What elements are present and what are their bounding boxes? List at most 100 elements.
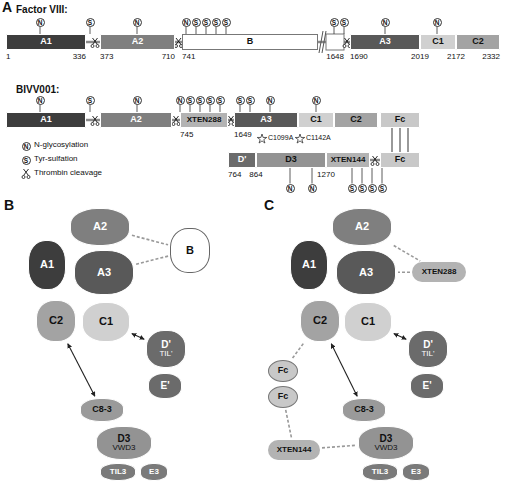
modification-icon: S bbox=[378, 184, 387, 193]
domain-bar-segment: A2 bbox=[100, 34, 175, 50]
domain-shape: A3 bbox=[336, 250, 396, 295]
modification-icon: S bbox=[236, 96, 245, 105]
domain-label: D3 bbox=[380, 434, 393, 445]
scissors-icon bbox=[91, 116, 99, 126]
b-domain-remainder bbox=[326, 34, 344, 50]
domain-bar-segment: D3 bbox=[256, 152, 326, 168]
domain-label: A2 bbox=[93, 221, 107, 233]
domain-bar-segment: B bbox=[182, 34, 318, 50]
modification-icon: S bbox=[368, 184, 377, 193]
domain-label: A1 bbox=[40, 115, 52, 124]
domain-shape: E3 bbox=[140, 463, 168, 481]
scissors-blade bbox=[93, 38, 98, 45]
domain-bar-segment: A3 bbox=[234, 112, 298, 128]
residue-number: 2332 bbox=[482, 53, 500, 62]
residue-number: 336 bbox=[73, 53, 86, 62]
icon-stem bbox=[137, 105, 138, 113]
modification-icon: N bbox=[176, 96, 185, 105]
scissors-blade bbox=[345, 38, 350, 45]
domain-label: TIL3 bbox=[110, 468, 126, 476]
legend-text: Tyr-sulfation bbox=[34, 155, 78, 164]
scissors-blade bbox=[176, 38, 181, 45]
icon-stem bbox=[382, 168, 383, 184]
icon-stem bbox=[210, 105, 211, 113]
residue-number: 2019 bbox=[411, 53, 429, 62]
domain-label: A1 bbox=[40, 259, 54, 271]
modification-icon: N bbox=[22, 142, 31, 151]
domain-label: C2 bbox=[313, 315, 327, 327]
domain-label: A3 bbox=[359, 267, 373, 279]
modification-icon: N bbox=[182, 18, 191, 27]
icon-stem bbox=[362, 168, 363, 184]
domain-label: A1 bbox=[302, 259, 316, 271]
modification-icon: S bbox=[22, 156, 31, 165]
modification-icon: N bbox=[133, 18, 142, 27]
icon-stem bbox=[290, 168, 291, 184]
construct-name: Factor VIII: bbox=[16, 4, 68, 15]
subdomain-label: VWD3 bbox=[374, 444, 397, 452]
domain-label: D' bbox=[238, 155, 247, 164]
icon-stem bbox=[206, 27, 207, 35]
domain-bar-segment: A1 bbox=[6, 34, 86, 50]
domain-shape: A2 bbox=[332, 208, 392, 246]
interaction-arrow bbox=[68, 344, 95, 396]
domain-shape: C2 bbox=[300, 300, 340, 342]
legend-text: N-glycosylation bbox=[34, 141, 88, 150]
scissors-blade bbox=[93, 116, 98, 123]
domain-shape: D3VWD3 bbox=[96, 426, 152, 460]
domain-shape: A1 bbox=[28, 240, 66, 290]
icon-stem bbox=[270, 105, 271, 113]
domain-label: A2 bbox=[132, 37, 144, 46]
domain-label: A1 bbox=[40, 37, 52, 46]
domain-bar-segment: XTEN144 bbox=[326, 152, 370, 168]
scissors-handle bbox=[371, 163, 374, 166]
scissors-blade bbox=[229, 116, 234, 123]
residue-number: 710 bbox=[162, 53, 175, 62]
icon-stem bbox=[216, 27, 217, 35]
residue-number: 1270 bbox=[317, 171, 335, 180]
domain-shape: TIL3 bbox=[362, 463, 398, 481]
domain-label: E3 bbox=[149, 468, 159, 476]
domain-label: Fc bbox=[278, 366, 289, 375]
linker-line bbox=[136, 256, 168, 264]
disulfide-bond bbox=[407, 128, 408, 152]
domain-shape: E3 bbox=[402, 463, 430, 481]
scissors-icon bbox=[172, 116, 180, 126]
domain-label: A3 bbox=[97, 267, 111, 279]
residue-number: 1648 bbox=[326, 53, 344, 62]
xten-band: XTEN144 bbox=[268, 440, 320, 460]
domain-label: E' bbox=[160, 381, 169, 392]
scissors-handle bbox=[96, 123, 99, 126]
scissors-handle bbox=[376, 163, 379, 166]
domain-shape: D'TIL' bbox=[146, 330, 186, 368]
icon-stem bbox=[226, 27, 227, 35]
icon-stem bbox=[190, 105, 191, 113]
icon-stem bbox=[334, 27, 335, 35]
residue-number: 373 bbox=[100, 53, 113, 62]
linker-line bbox=[399, 128, 400, 152]
domain-shape: C1 bbox=[82, 302, 130, 342]
icon-stem bbox=[220, 105, 221, 113]
domain-label: C1 bbox=[310, 115, 322, 124]
modification-icon: S bbox=[86, 18, 95, 27]
scissors-handle bbox=[27, 176, 30, 179]
domain-label: A3 bbox=[379, 37, 391, 46]
scissors-blade bbox=[373, 156, 378, 163]
modification-icon: N bbox=[308, 184, 317, 193]
construct-name: BIVV001: bbox=[16, 84, 59, 95]
scissors-blade bbox=[345, 38, 350, 45]
modification-icon: S bbox=[246, 96, 255, 105]
icon-stem bbox=[385, 27, 386, 35]
scissors-blade bbox=[24, 169, 29, 176]
scissors-blade bbox=[229, 116, 234, 123]
residue-number: 764 bbox=[228, 171, 241, 180]
domain-bar-segment: A1 bbox=[6, 112, 86, 128]
modification-icon: S bbox=[348, 184, 357, 193]
linker-line bbox=[86, 41, 100, 44]
scissors-handle bbox=[172, 123, 175, 126]
domain-label: D' bbox=[161, 340, 171, 351]
scissors-icon bbox=[371, 156, 379, 166]
domain-label: C1 bbox=[432, 37, 444, 46]
